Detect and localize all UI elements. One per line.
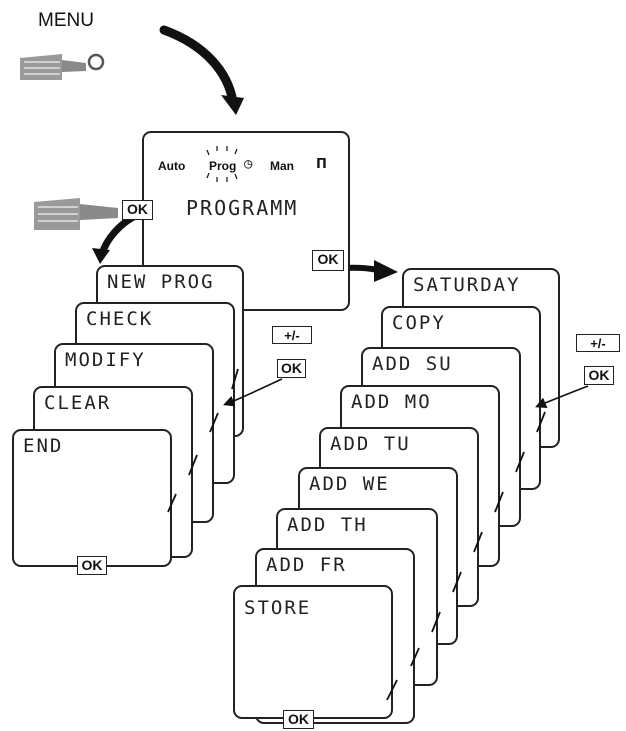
- main-screen-title: PROGRAMM: [186, 196, 299, 220]
- mode-prog: Prog: [209, 159, 237, 173]
- ok-button-main-left[interactable]: OK: [122, 200, 153, 220]
- ok-button-right-stack[interactable]: OK: [584, 366, 614, 385]
- step-screen-store: STORE: [233, 585, 393, 719]
- ok-button-left-stack[interactable]: OK: [277, 359, 306, 378]
- plus-minus-label-left: +/-: [284, 328, 300, 343]
- plus-minus-button-left[interactable]: +/-: [272, 326, 312, 344]
- menu-to-screen-arrow: [159, 25, 238, 107]
- step-label-copy: COPY: [392, 312, 446, 334]
- ok-button-store[interactable]: OK: [283, 710, 314, 729]
- pulse-icon: П: [316, 157, 327, 172]
- clock-icon: ◷: [244, 156, 253, 172]
- step-label-store: STORE: [244, 597, 312, 619]
- menu-screen-end: END: [12, 429, 172, 567]
- menu-label-end: END: [23, 435, 64, 457]
- step-label-add-th: ADD TH: [287, 514, 368, 536]
- step-label-saturday: SATURDAY: [413, 274, 521, 296]
- plus-minus-label-right: +/-: [590, 336, 606, 351]
- menu-label-clear: CLEAR: [44, 392, 112, 414]
- mode-man: Man: [270, 159, 294, 173]
- step-label-add-fr: ADD FR: [266, 554, 347, 576]
- menu-label-modify: MODIFY: [65, 349, 146, 371]
- menu-label-new-prog: NEW PROG: [107, 271, 215, 293]
- menu-label: MENU: [38, 10, 94, 31]
- step-label-add-we: ADD WE: [309, 473, 390, 495]
- ok-button-main-right[interactable]: OK: [312, 250, 344, 271]
- mode-auto: Auto: [158, 159, 186, 173]
- menu-label-check: CHECK: [86, 308, 154, 330]
- hand-press-ok-icon: [34, 198, 118, 230]
- hand-press-menu-icon: [20, 53, 105, 80]
- plus-minus-button-right[interactable]: +/-: [576, 334, 620, 352]
- step-label-add-su: ADD SU: [372, 353, 453, 375]
- step-label-add-tu: ADD TU: [330, 433, 411, 455]
- ok-button-end[interactable]: OK: [77, 556, 107, 575]
- ok-to-menu-arrow: [98, 210, 144, 258]
- step-label-add-mo: ADD MO: [351, 391, 432, 413]
